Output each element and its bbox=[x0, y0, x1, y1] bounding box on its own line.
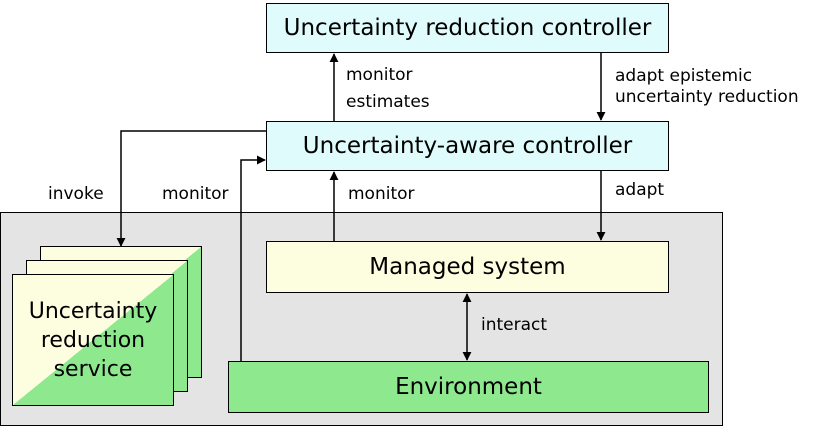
arrow-monitor-environment bbox=[240, 155, 266, 361]
label-adapt-epistemic-1: adapt epistemic bbox=[615, 66, 753, 86]
uncertainty-reduction-service-box[interactable]: Uncertainty reduction service bbox=[12, 274, 174, 406]
label-monitor-estimates-2: estimates bbox=[346, 92, 430, 112]
service-label-line-2: reduction bbox=[40, 327, 146, 353]
managed-system-label: Managed system bbox=[369, 254, 566, 280]
uncertainty-reduction-controller-label: Uncertainty reduction controller bbox=[283, 15, 652, 41]
uncertainty-aware-controller-box[interactable]: Uncertainty-aware controller bbox=[266, 121, 669, 171]
environment-label: Environment bbox=[395, 374, 542, 400]
uncertainty-aware-controller-label: Uncertainty-aware controller bbox=[302, 133, 633, 159]
uncertainty-reduction-controller-box[interactable]: Uncertainty reduction controller bbox=[266, 3, 669, 53]
label-monitor-environment: monitor bbox=[162, 184, 229, 204]
label-monitor-estimates-1: monitor bbox=[346, 65, 413, 85]
service-label-line-3: service bbox=[53, 356, 133, 382]
arrow-invoke bbox=[116, 130, 266, 247]
label-invoke: invoke bbox=[48, 184, 104, 204]
label-monitor-managed-system: monitor bbox=[348, 184, 415, 204]
service-label-line-1: Uncertainty bbox=[28, 298, 158, 324]
label-adapt-epistemic-2: uncertainty reduction bbox=[615, 87, 799, 107]
label-adapt: adapt bbox=[615, 180, 665, 200]
managed-system-box[interactable]: Managed system bbox=[266, 241, 669, 293]
label-interact: interact bbox=[481, 315, 548, 335]
environment-box[interactable]: Environment bbox=[228, 361, 709, 413]
